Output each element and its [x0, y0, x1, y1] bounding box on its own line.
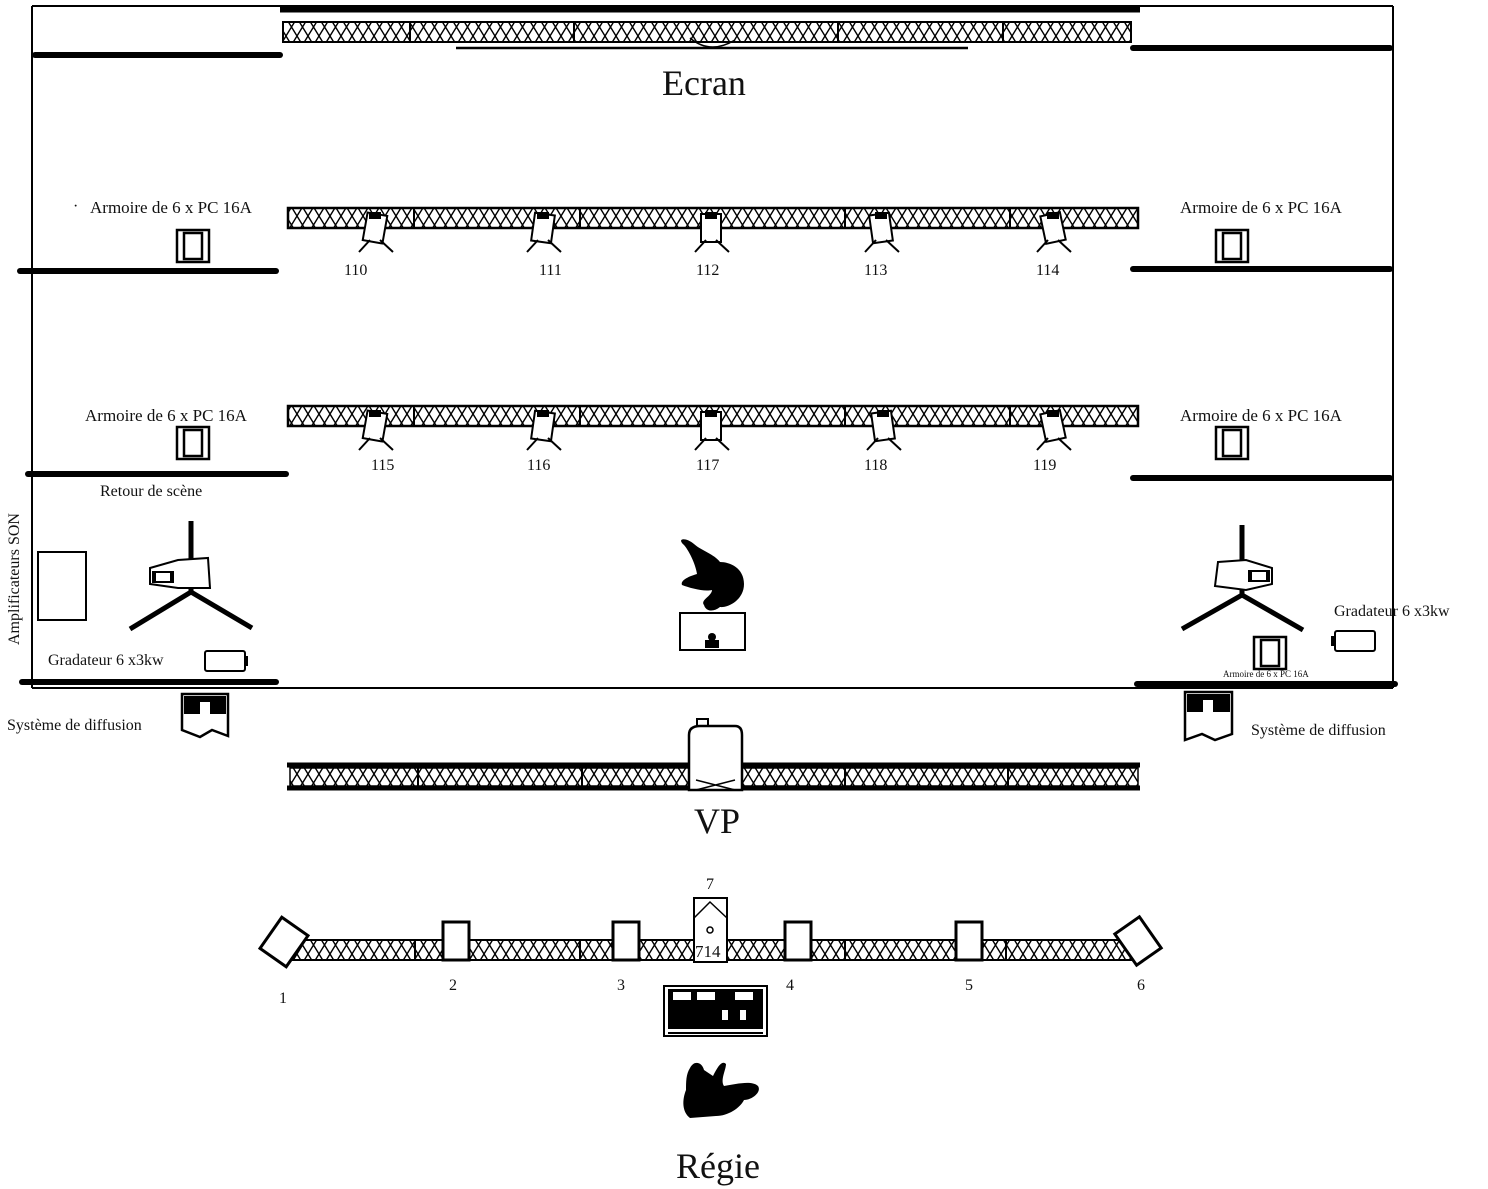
control-fixture-number-4: 4 [786, 977, 794, 994]
pa-speaker-icon [1183, 690, 1234, 742]
electrical-cabinet-icon [1214, 228, 1250, 264]
electrical-cabinet-icon [1214, 425, 1250, 461]
fixture-number-119: 119 [1033, 457, 1057, 474]
fixture-number-111: 111 [539, 262, 562, 279]
dimmer-label-right: Gradateur 6 x3kw [1334, 603, 1450, 620]
center-fixture-top-number: 7 [706, 876, 714, 893]
spotlight-icon [694, 410, 730, 451]
spotlight-icon [1036, 409, 1072, 451]
speaker-on-stand-icon [1180, 525, 1305, 633]
cabinet-label-top-right: Armoire de 6 x PC 16A [1180, 198, 1342, 217]
cabinet-label-bottom-right: Armoire de 6 x PC 16A [1223, 669, 1309, 679]
spotlight-icon [694, 212, 730, 253]
projector-label: VP [694, 801, 741, 841]
center-fixture-inner-number: 714 [695, 942, 721, 961]
dimmer-icon [204, 650, 248, 672]
fixture-number-113: 113 [864, 262, 888, 279]
spotlight-icon [864, 211, 900, 253]
fixture-number-114: 114 [1036, 262, 1060, 279]
fixture-icon [441, 920, 471, 962]
dimmer-icon [1331, 630, 1376, 652]
fixture-number-118: 118 [864, 457, 888, 474]
control-fixture-number-2: 2 [449, 977, 457, 994]
fixture-icon [611, 920, 641, 962]
mixing-console-icon [663, 985, 768, 1037]
spotlight-icon [526, 211, 562, 253]
fixture-number-117: 117 [696, 457, 720, 474]
wall-segments [17, 45, 1398, 687]
stage-return-label: Retour de scène [100, 483, 203, 500]
screen-truss [282, 21, 1132, 50]
room-outline [31, 5, 1394, 689]
spotlight-icon [1036, 211, 1072, 253]
fixture-icon [257, 915, 311, 969]
amplifier-rack [37, 551, 87, 621]
control-fixture-number-6: 6 [1137, 977, 1145, 994]
speaker-on-stand-icon [128, 521, 254, 632]
person-icon [683, 1062, 759, 1118]
spotlight-icon [358, 211, 394, 253]
pa-speaker-icon [180, 692, 230, 739]
center-fixture-icon [693, 897, 728, 963]
fixture-number-112: 112 [696, 262, 720, 279]
electrical-cabinet-icon [1252, 635, 1288, 671]
diffusion-label-left: Système de diffusion [7, 717, 142, 734]
fixture-number-110: 110 [344, 262, 368, 279]
amplifiers-label: Amplificateurs SON [6, 513, 23, 645]
control-fixture-number-1: 1 [279, 990, 287, 1007]
bullet-dot: · [73, 198, 79, 215]
spotlight-icon [526, 409, 562, 451]
spotlight-icon [866, 409, 902, 451]
control-room-label: Régie [676, 1146, 760, 1186]
fixture-number-116: 116 [527, 457, 551, 474]
electrical-cabinet-icon [175, 425, 211, 461]
electrical-cabinet-icon [175, 228, 211, 264]
control-fixture-number-5: 5 [965, 977, 973, 994]
spotlight-icon [358, 409, 394, 451]
fixture-icon [1112, 914, 1164, 968]
dimmer-label-left: Gradateur 6 x3kw [48, 652, 164, 669]
person-icon [681, 539, 744, 611]
control-fixture-number-3: 3 [617, 977, 625, 994]
lectern-icon [679, 612, 746, 651]
cabinet-label-top-left: Armoire de 6 x PC 16A [90, 198, 252, 217]
cabinet-label-mid-right: Armoire de 6 x PC 16A [1180, 406, 1342, 425]
cabinet-label-mid-left: Armoire de 6 x PC 16A [85, 406, 247, 425]
fixture-icon [783, 920, 813, 962]
video-projector-icon [687, 718, 744, 792]
fixture-icon [954, 920, 984, 962]
fixture-number-115: 115 [371, 457, 395, 474]
diffusion-label-right: Système de diffusion [1251, 722, 1386, 739]
screen-label: Ecran [662, 63, 746, 103]
